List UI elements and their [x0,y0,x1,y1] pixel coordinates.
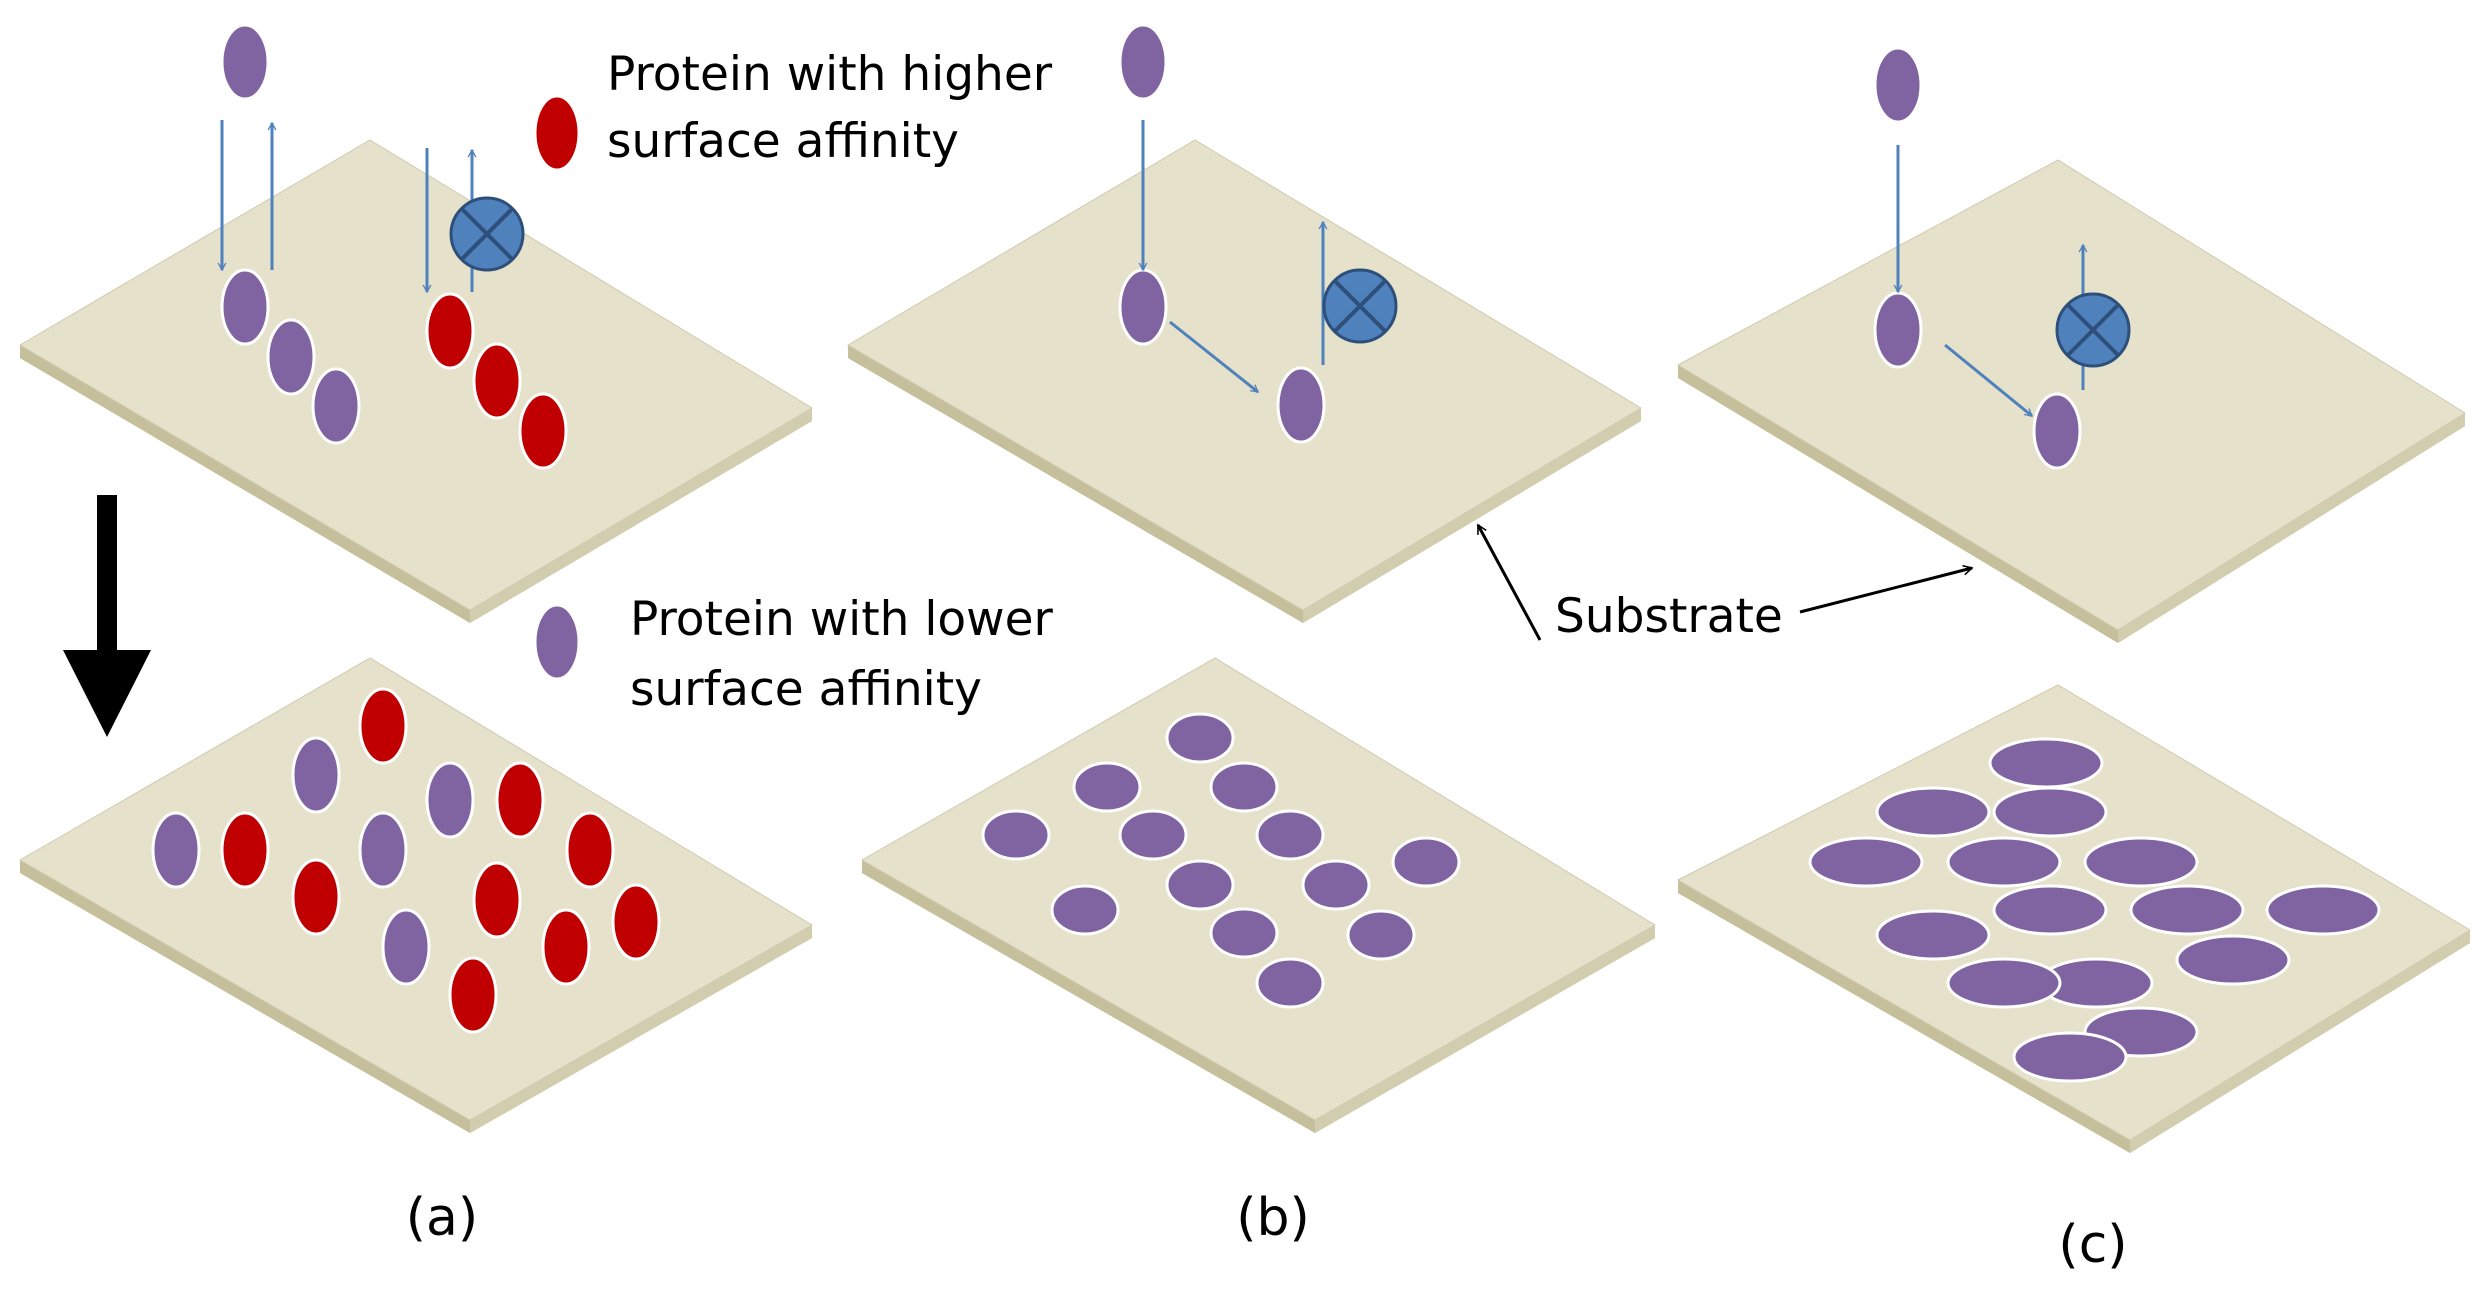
panel-b-top-proteins [1118,23,1326,444]
low-affinity-protein [266,318,316,396]
spread-protein [1875,786,1991,838]
high-affinity-protein [518,392,568,470]
process-down-arrow-icon [63,495,151,737]
spread-protein [1992,884,2108,936]
high-affinity-protein [541,908,591,986]
legend-high-affinity-line1: Protein with higher [607,47,1053,102]
substrate-label: Substrate [1555,589,1783,644]
spread-protein [1255,957,1325,1009]
low-affinity-protein [220,23,270,101]
blocked-desorption-icon [449,196,525,272]
low-affinity-protein [358,811,408,889]
high-affinity-protein [448,956,498,1034]
panel-b-bottom-proteins [981,712,1461,1009]
panel-label-c: (c) [2058,1215,2127,1275]
spread-protein [1988,737,2104,789]
spread-protein [1165,859,1235,911]
high-affinity-protein [472,342,522,420]
spread-protein [1946,836,2062,888]
substrate-b-bottom [860,657,1656,1133]
low-affinity-protein [381,908,431,986]
spread-protein [1946,957,2062,1009]
substrate-b-top [847,139,1642,623]
substrate-a-top [19,139,813,623]
low-affinity-protein [425,761,475,839]
spread-protein [2175,934,2291,986]
spread-protein [1992,786,2108,838]
panel-c-top-proteins [1873,46,2082,470]
high-affinity-protein [565,811,615,889]
high-affinity-protein [472,861,522,939]
legend-low-affinity-line2: surface affinity [630,662,982,717]
panel-a-bottom-proteins [151,687,661,1034]
legend-high-affinity: Protein with higher surface affinity [533,47,1053,172]
low-affinity-protein [1118,268,1168,346]
panel-a-top-proteins [220,23,568,470]
high-affinity-protein [291,858,341,936]
spread-protein [1255,809,1325,861]
high-affinity-protein [425,292,475,370]
spread-protein [1301,859,1371,911]
spread-protein [1209,907,1279,959]
low-affinity-protein [1873,291,1923,369]
spread-arrow [1944,343,2032,418]
spread-protein [2129,884,2245,936]
panel-b-arrows [1143,120,1323,394]
blocked-desorption-icon [2055,292,2131,368]
spread-arrow [1169,320,1258,394]
low-affinity-legend-swatch [533,603,581,681]
high-affinity-protein [611,883,661,961]
blocked-desorption-icon [1322,268,1398,344]
spread-protein [1050,884,1120,936]
spread-protein [1875,909,1991,961]
spread-protein [1209,761,1279,813]
high-affinity-protein [495,761,545,839]
panel-label-b: (b) [1236,1188,1310,1248]
low-affinity-protein [2032,392,2082,470]
spread-protein [1346,909,1416,961]
spread-protein [981,809,1051,861]
low-affinity-protein [1276,366,1326,444]
legend-low-affinity-line1: Protein with lower [630,592,1054,647]
substrate-pointer-right [1799,568,1972,614]
substrate-a-bottom [19,657,813,1133]
low-affinity-protein [1118,23,1168,101]
legend-high-affinity-line2: surface affinity [607,114,959,169]
low-affinity-protein [220,268,270,346]
high-affinity-protein [220,811,270,889]
spread-protein [2265,884,2381,936]
spread-protein [1072,761,1142,813]
spread-protein [1808,836,1924,888]
low-affinity-protein [291,736,341,814]
legend-low-affinity: Protein with lower surface affinity [533,592,1054,717]
high-affinity-legend-swatch [533,94,581,172]
spread-protein [2012,1031,2128,1083]
substrate-callout [1476,525,1972,641]
spread-protein [1118,809,1188,861]
low-affinity-protein [1873,46,1923,124]
panel-c-bottom-proteins [1808,737,2381,1083]
low-affinity-protein [311,367,361,445]
spread-protein [1391,836,1461,888]
substrate-pointer-left [1476,525,1542,641]
high-affinity-protein [358,687,408,765]
panel-label-a: (a) [406,1188,478,1248]
spread-protein [1165,712,1235,764]
spread-protein [2083,836,2199,888]
low-affinity-protein [151,811,201,889]
